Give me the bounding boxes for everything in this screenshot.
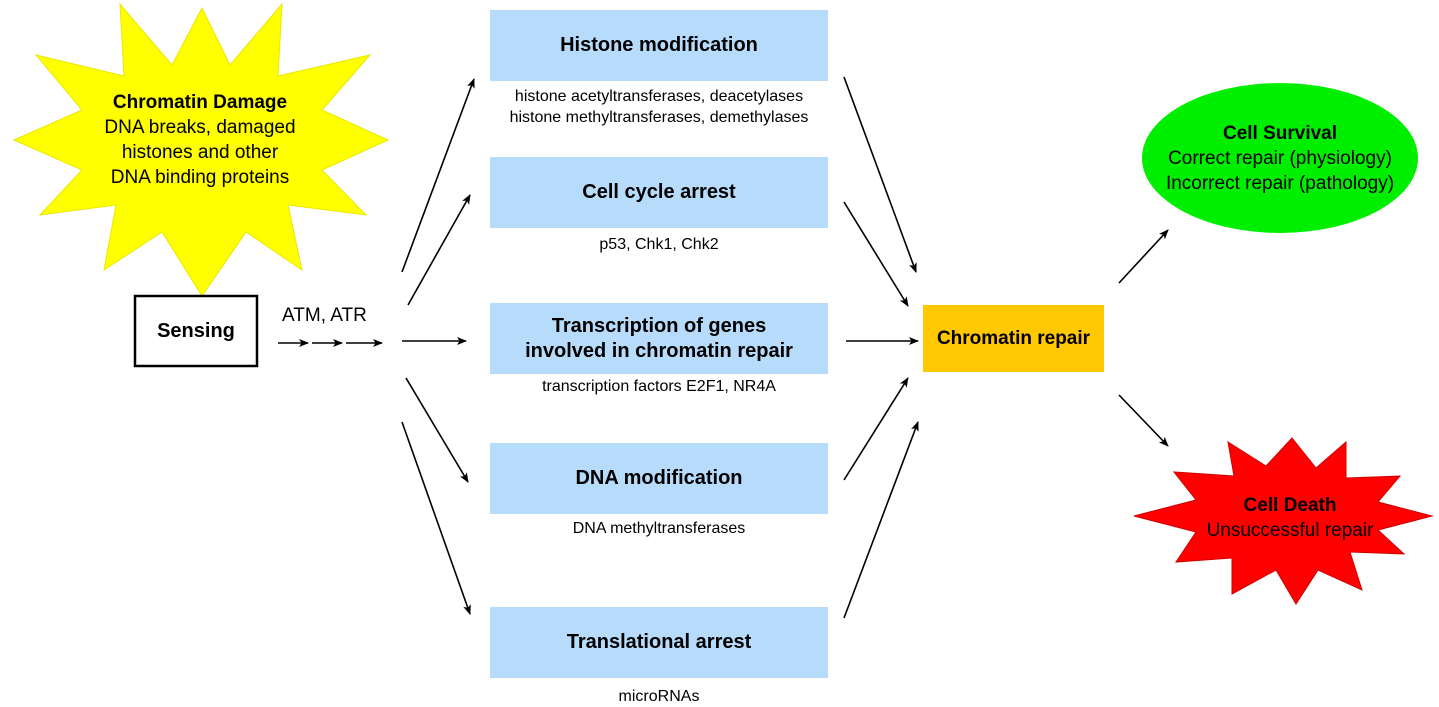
note-line: p53, Chk1, Chk2 (599, 236, 719, 253)
sensing-box (133, 294, 259, 368)
survival-text: Cell Survival Correct repair (physiology… (1142, 118, 1418, 198)
note-line: transcription factors E2F1, NR4A (542, 378, 776, 395)
damage-line: DNA binding proteins (110, 167, 290, 188)
process-box-translational-arrest: Translational arrest (490, 607, 828, 678)
death-title: Cell Death (1243, 495, 1337, 516)
damage-title: Chromatin Damage (112, 92, 288, 113)
process-box-transcription: Transcription of genes involved in chrom… (490, 303, 828, 374)
death-star-shape (1133, 437, 1434, 605)
sensing-label: Sensing (157, 319, 235, 342)
survival-line: Incorrect repair (pathology) (1165, 172, 1395, 194)
repair-label: Chromatin repair (936, 327, 1091, 349)
process-note-cell-cycle-arrest: p53, Chk1, Chk2 (470, 234, 848, 255)
outcome-arrows (1118, 229, 1169, 447)
note-line: DNA methyltransferases (572, 520, 746, 537)
repair-box (923, 305, 1104, 372)
damage-line: DNA breaks, damaged (104, 117, 296, 138)
note-line: histone methyltransferases, demethylases (509, 109, 809, 126)
damage-line: histones and other (121, 142, 279, 163)
process-note-dna-modification: DNA methyltransferases (470, 518, 848, 539)
process-label: Histone modification (560, 34, 758, 56)
process-label: DNA modification (575, 467, 743, 489)
process-note-histone-modification: histone acetyltransferases, deacetylases… (470, 86, 848, 128)
damage-star: Chromatin Damage DNA breaks, damaged his… (60, 88, 340, 192)
process-note-transcription: transcription factors E2F1, NR4A (470, 376, 848, 397)
note-line: microRNAs (618, 688, 700, 705)
process-box-histone-modification: Histone modification (490, 10, 828, 81)
death-text: Cell Death Unsuccessful repair (1170, 490, 1410, 546)
process-box-cell-cycle-arrest: Cell cycle arrest (490, 157, 828, 228)
process-label: Cell cycle arrest (582, 181, 736, 203)
process-label: Translational arrest (566, 631, 752, 653)
process-label-line: involved in chromatin repair (525, 339, 793, 362)
process-label-line: Transcription of genes (551, 314, 767, 337)
survival-ellipse (1142, 83, 1418, 233)
survival-title: Cell Survival (1222, 122, 1338, 144)
process-note-translational-arrest: microRNAs (470, 686, 848, 707)
survival-line: Correct repair (physiology) (1168, 147, 1392, 169)
note-line: histone acetyltransferases, deacetylases (514, 88, 804, 105)
death-line: Unsuccessful repair (1206, 520, 1374, 541)
kinases-label: ATM, ATR (282, 305, 367, 326)
fanout-arrows (401, 78, 475, 615)
fanin-arrows (843, 76, 919, 619)
process-box-dna-modification: DNA modification (490, 443, 828, 514)
